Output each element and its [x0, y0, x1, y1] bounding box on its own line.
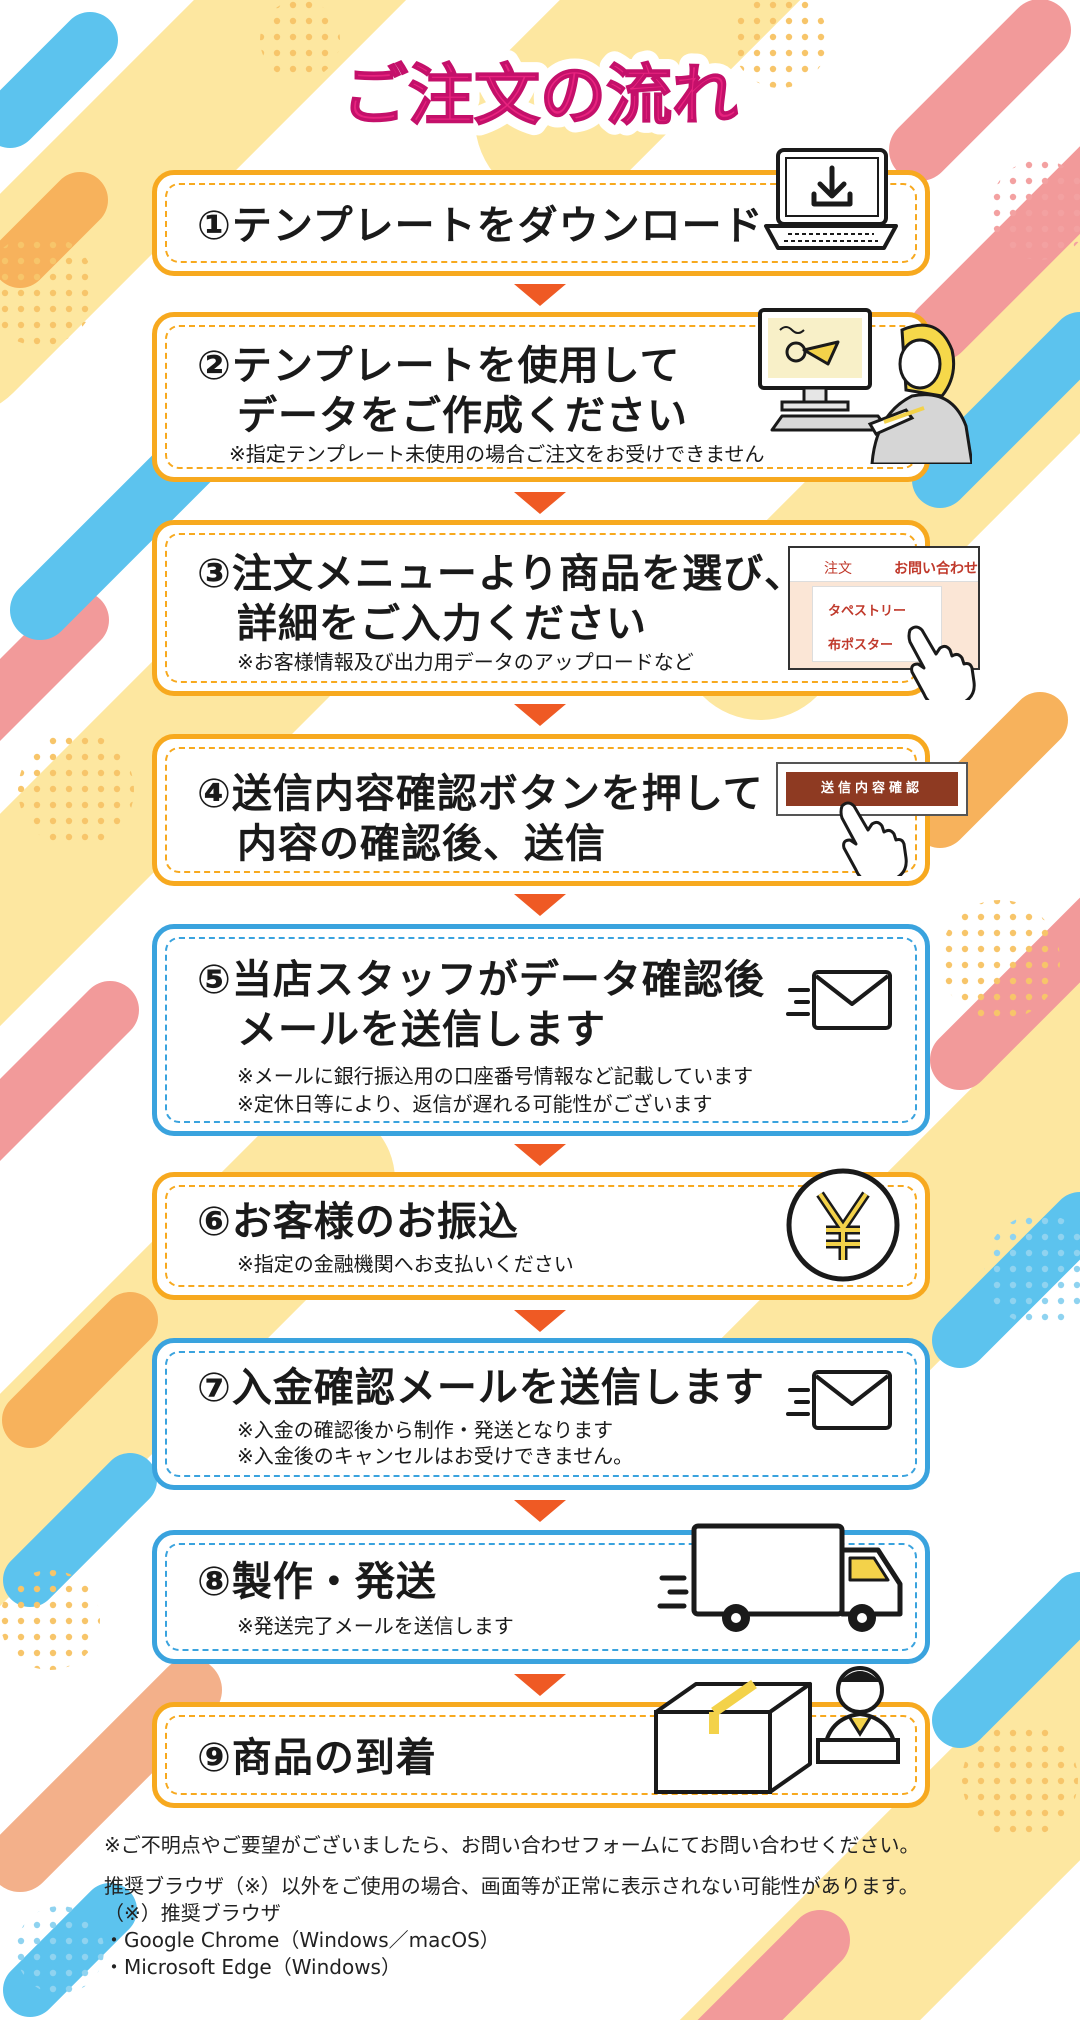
- step-title-line-1: 当店スタッフがデータ確認後: [231, 957, 765, 1003]
- step-8-title: ⑧製作・発送: [197, 1557, 437, 1607]
- step-title-line-1: 商品の到着: [231, 1735, 437, 1781]
- yen-icon: [786, 1168, 900, 1282]
- step-title-line-1: テンプレートをダウンロード: [231, 203, 764, 249]
- step-2-card: ②テンプレートを使用してデータをご作成ください ※指定テンプレート未使用の場合ご…: [152, 312, 930, 482]
- step-title-line-1: テンプレートを使用して: [231, 343, 681, 389]
- mail-icon: [786, 1370, 892, 1430]
- step-7-note-2: ※入金後のキャンセルはお受けできません。: [237, 1444, 634, 1468]
- step-9-title: ⑨商品の到着: [197, 1733, 437, 1783]
- step-title-line-1: 送信内容確認ボタンを押して: [231, 771, 764, 817]
- flow-arrow: [514, 894, 566, 916]
- step-7-note-1: ※入金の確認後から制作・発送となります: [237, 1418, 614, 1442]
- confirm-button-label: 送信内容確認: [786, 772, 958, 806]
- delivery-box-icon: [654, 1666, 900, 1794]
- step-5-title: ⑤当店スタッフがデータ確認後メールを送信します: [197, 955, 765, 1055]
- step-3-note-1: ※お客様情報及び出力用データのアップロードなど: [237, 650, 694, 674]
- card-dashed-border: [165, 1185, 917, 1287]
- step-5-card: ⑤当店スタッフがデータ確認後メールを送信します ※メールに銀行振込用の口座番号情…: [152, 924, 930, 1136]
- confirm-button-mock: 送信内容確認: [776, 762, 968, 816]
- page-title: ご注文の流れ ご注文の流れ: [0, 36, 1080, 146]
- footer-browser-note: 推奨ブラウザ（※）以外をご使用の場合、画面等が正常に表示されない可能性があります…: [104, 1874, 919, 1898]
- truck-icon: [657, 1523, 903, 1632]
- step-number: ④: [197, 771, 232, 817]
- step-6-title: ⑥お客様のお振込: [197, 1197, 519, 1247]
- card-dashed-border: [165, 1543, 917, 1651]
- step-7-card: ⑦入金確認メールを送信します ※入金の確認後から制作・発送となります ※入金後の…: [152, 1338, 930, 1490]
- footer-browser-heading: （※）推奨ブラウザ: [104, 1901, 281, 1925]
- card-dashed-border: [165, 183, 917, 263]
- step-number: ⑦: [197, 1365, 232, 1411]
- step-title-line-2: メールを送信します: [237, 1007, 606, 1053]
- menu-item-tapestry: タペストリー: [828, 604, 907, 619]
- step-1-title: ①テンプレートをダウンロード: [197, 201, 764, 251]
- step-number: ⑧: [197, 1559, 232, 1605]
- step-title-line-1: 製作・発送: [231, 1559, 437, 1605]
- step-title-line-2: 詳細をご入力ください: [237, 601, 647, 647]
- page-title-text: ご注文の流れ: [342, 57, 738, 134]
- step-title-line-2: データをご作成ください: [237, 393, 688, 439]
- page-title-outline: ご注文の流れ: [342, 57, 738, 134]
- step-number: ①: [197, 203, 232, 249]
- flow-arrow: [514, 704, 566, 726]
- step-3-title: ③注文メニューより商品を選び、詳細をご入力ください: [197, 549, 805, 649]
- step-2-note-1: ※指定テンプレート未使用の場合ご注文をお受けできません: [229, 442, 765, 466]
- step-6-note-1: ※指定の金融機関へお支払いください: [237, 1252, 574, 1276]
- step-5-note-1: ※メールに銀行振込用の口座番号情報など記載しています: [237, 1064, 754, 1088]
- flow-arrow: [514, 1500, 566, 1522]
- person-computer-icon: [758, 308, 972, 464]
- step-title-line-1: 注文メニューより商品を選び、: [231, 551, 806, 597]
- card-dashed-border: [165, 1351, 917, 1477]
- menu-item-cloth-poster: 布ポスター: [828, 638, 894, 653]
- pointing-hand-icon: [907, 625, 976, 700]
- footer-browser-edge: ・Microsoft Edge（Windows）: [104, 1955, 401, 1979]
- step-5-note-2: ※定休日等により、返信が遅れる可能性がございます: [237, 1092, 713, 1116]
- step-7-title: ⑦入金確認メールを送信します: [197, 1363, 765, 1413]
- step-number: ⑨: [197, 1735, 232, 1781]
- flow-arrow: [514, 1144, 566, 1166]
- footer-browser-chrome: ・Google Chrome（Windows／macOS）: [104, 1928, 500, 1952]
- flow-arrow: [514, 284, 566, 306]
- step-title-line-1: 入金確認メールを送信します: [231, 1365, 765, 1411]
- step-2-title: ②テンプレートを使用してデータをご作成ください: [197, 341, 688, 441]
- step-number: ⑤: [197, 957, 232, 1003]
- mail-icon: [786, 970, 892, 1030]
- flow-arrow: [514, 492, 566, 514]
- laptop-download-icon: [764, 148, 898, 250]
- pointing-hand-icon: [839, 801, 908, 876]
- step-number: ⑥: [197, 1199, 232, 1245]
- nav-order: 注文: [824, 561, 852, 577]
- step-4-title: ④送信内容確認ボタンを押して内容の確認後、送信: [197, 769, 764, 869]
- nav-contact: お問い合わせ: [894, 561, 978, 577]
- card-dashed-border: [165, 1715, 917, 1795]
- step-title-line-2: 内容の確認後、送信: [237, 821, 606, 867]
- card-dashed-border: [165, 937, 917, 1123]
- step-number: ③: [197, 551, 232, 597]
- flow-arrow: [514, 1674, 566, 1696]
- footer-inquiry-note: ※ご不明点やご要望がございましたら、お問い合わせフォームにてお問い合わせください…: [104, 1833, 920, 1857]
- step-title-line-1: お客様のお振込: [231, 1199, 519, 1245]
- footer-notes: ※ご不明点やご要望がございましたら、お問い合わせフォームにてお問い合わせください…: [104, 1832, 1004, 1981]
- step-8-note-1: ※発送完了メールを送信します: [237, 1614, 514, 1638]
- step-number: ②: [197, 343, 232, 389]
- flow-arrow: [514, 1310, 566, 1332]
